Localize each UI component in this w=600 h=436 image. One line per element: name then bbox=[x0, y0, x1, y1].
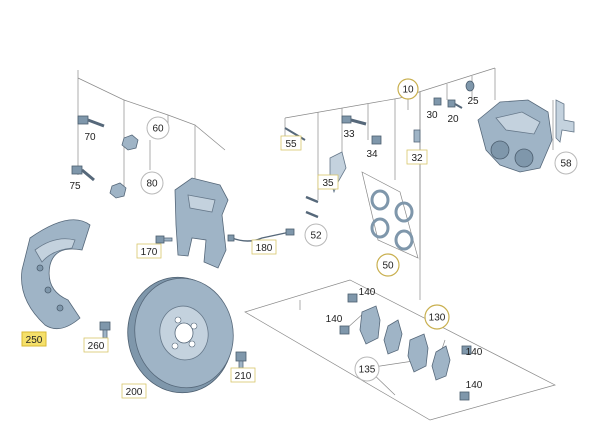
pin-55 bbox=[284, 127, 306, 141]
callout-label: 170 bbox=[141, 247, 158, 258]
brake-disc bbox=[127, 276, 234, 394]
callout-label: 250 bbox=[26, 335, 43, 346]
callout-label: 260 bbox=[88, 341, 105, 352]
callout-210[interactable]: 210 bbox=[230, 367, 256, 383]
caliper-housing bbox=[477, 99, 553, 173]
callout-140-a[interactable]: 140 bbox=[359, 287, 376, 298]
callout-label: 140 bbox=[359, 287, 376, 298]
callout-260[interactable]: 260 bbox=[83, 337, 109, 353]
bolt-260 bbox=[99, 321, 111, 339]
guide-pins-52 bbox=[305, 195, 319, 219]
callout-label: 60 bbox=[152, 124, 164, 135]
callout-80[interactable]: 80 bbox=[140, 171, 164, 195]
callout-label: 180 bbox=[256, 243, 273, 254]
bolt-34 bbox=[371, 135, 382, 145]
callout-25[interactable]: 25 bbox=[467, 96, 479, 107]
callout-label: 210 bbox=[235, 371, 252, 382]
callout-label: 80 bbox=[146, 179, 158, 190]
callout-250[interactable]: 250 bbox=[21, 331, 47, 347]
callout-label: 32 bbox=[411, 153, 423, 164]
callout-label: 58 bbox=[560, 159, 572, 170]
callout-label: 35 bbox=[322, 178, 334, 189]
nut-80 bbox=[109, 182, 127, 199]
callout-label: 10 bbox=[402, 85, 414, 96]
callout-130[interactable]: 130 bbox=[424, 304, 450, 330]
part-32 bbox=[413, 129, 421, 143]
callout-140-c[interactable]: 140 bbox=[466, 347, 483, 358]
callout-35[interactable]: 35 bbox=[317, 174, 339, 190]
callout-30[interactable]: 30 bbox=[426, 110, 438, 121]
bolt-170 bbox=[155, 235, 173, 244]
callout-50[interactable]: 50 bbox=[376, 253, 400, 277]
callout-140-d[interactable]: 140 bbox=[466, 380, 483, 391]
part-25 bbox=[465, 80, 475, 92]
callout-label: 20 bbox=[447, 114, 459, 125]
bolt-75 bbox=[71, 165, 95, 182]
bolt-70 bbox=[77, 115, 105, 128]
brake-pads bbox=[359, 305, 451, 381]
callout-140-b[interactable]: 140 bbox=[326, 314, 343, 325]
callout-20[interactable]: 20 bbox=[447, 114, 459, 125]
bolt-210 bbox=[235, 351, 247, 370]
callout-label: 200 bbox=[126, 387, 143, 398]
callout-135[interactable]: 135 bbox=[354, 356, 380, 382]
callout-75[interactable]: 75 bbox=[69, 181, 81, 192]
callout-label: 52 bbox=[310, 231, 322, 242]
callout-label: 70 bbox=[84, 132, 96, 143]
part-20 bbox=[447, 99, 463, 109]
callout-label: 75 bbox=[69, 181, 81, 192]
callout-33[interactable]: 33 bbox=[343, 129, 355, 140]
callout-58[interactable]: 58 bbox=[554, 151, 578, 175]
callout-200[interactable]: 200 bbox=[121, 383, 147, 399]
callout-34[interactable]: 34 bbox=[366, 149, 378, 160]
callout-70[interactable]: 70 bbox=[84, 132, 96, 143]
bolt-33 bbox=[341, 115, 367, 126]
callout-170[interactable]: 170 bbox=[136, 243, 162, 259]
callout-label: 33 bbox=[343, 129, 355, 140]
callout-10[interactable]: 10 bbox=[397, 78, 419, 100]
callout-label: 25 bbox=[467, 96, 479, 107]
callout-label: 140 bbox=[466, 380, 483, 391]
callout-label: 130 bbox=[429, 313, 446, 324]
bracket-58 bbox=[555, 99, 575, 143]
callout-label: 30 bbox=[426, 110, 438, 121]
bolts-140 bbox=[339, 293, 472, 401]
callout-label: 135 bbox=[359, 365, 376, 376]
seal-rings-50 bbox=[361, 171, 419, 259]
part-30 bbox=[433, 97, 442, 106]
callout-label: 34 bbox=[366, 149, 378, 160]
callout-label: 55 bbox=[285, 139, 297, 150]
callout-60[interactable]: 60 bbox=[146, 116, 170, 140]
brake-dust-shield bbox=[21, 219, 91, 330]
callout-label: 50 bbox=[382, 261, 394, 272]
callout-55[interactable]: 55 bbox=[280, 135, 302, 151]
caliper-carrier bbox=[174, 177, 229, 269]
callout-32[interactable]: 32 bbox=[406, 149, 428, 165]
callout-label: 140 bbox=[326, 314, 343, 325]
callout-180[interactable]: 180 bbox=[251, 239, 277, 255]
callout-label: 140 bbox=[466, 347, 483, 358]
callout-52[interactable]: 52 bbox=[304, 223, 328, 247]
washer-60 bbox=[121, 134, 139, 151]
wear-sensor bbox=[227, 228, 295, 242]
